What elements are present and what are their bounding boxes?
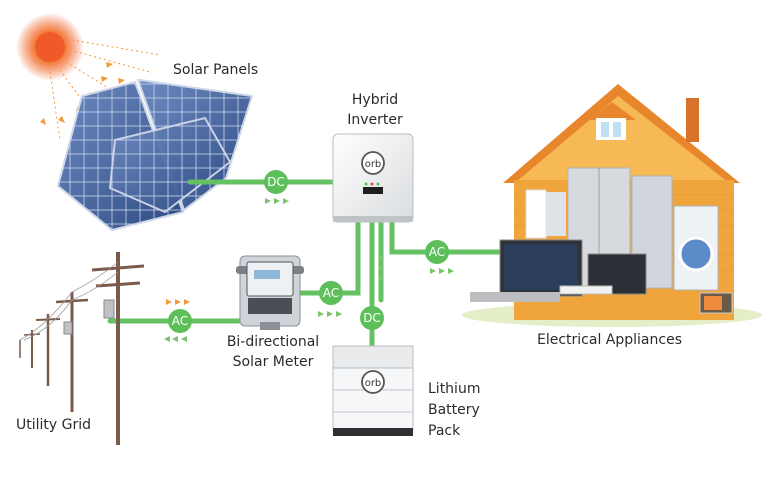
connector-badges: DC AC AC AC DC bbox=[168, 170, 449, 333]
inverter-label-line1: Hybrid bbox=[351, 92, 399, 108]
badge-dc-panel: DC bbox=[264, 170, 288, 194]
badge-ac-appliances: AC bbox=[425, 240, 449, 264]
battery-label-line3: Pack bbox=[428, 423, 461, 439]
badge-dc-battery-text: DC bbox=[363, 311, 381, 325]
inverter-logo-text: orb bbox=[365, 159, 382, 170]
meter-label-line1: Bi-directional bbox=[226, 334, 320, 350]
badge-ac-grid-text: AC bbox=[172, 314, 188, 328]
battery-label-line2: Battery bbox=[428, 402, 480, 418]
battery-pack: orb bbox=[332, 345, 414, 436]
badge-ac-grid: AC bbox=[168, 309, 192, 333]
badge-ac-appliances-text: AC bbox=[429, 245, 445, 259]
badge-ac-meter: AC bbox=[319, 281, 343, 305]
appliances-label: Electrical Appliances bbox=[537, 332, 682, 348]
house-with-appliances bbox=[462, 84, 762, 327]
hybrid-inverter: orb bbox=[332, 133, 414, 223]
utility-poles bbox=[19, 252, 145, 445]
battery-label-line1: Lithium bbox=[428, 381, 481, 397]
solar-panels bbox=[56, 79, 254, 232]
inverter-label-line2: Inverter bbox=[347, 112, 403, 128]
bi-directional-meter bbox=[236, 255, 304, 330]
meter-label-line2: Solar Meter bbox=[232, 354, 314, 370]
badge-ac-meter-text: AC bbox=[323, 286, 339, 300]
badge-dc-panel-text: DC bbox=[267, 175, 285, 189]
battery-logo-text: orb bbox=[365, 378, 382, 389]
badge-dc-battery: DC bbox=[360, 306, 384, 330]
utility-grid-label: Utility Grid bbox=[16, 417, 92, 433]
solar-panels-label: Solar Panels bbox=[173, 62, 259, 78]
flow-arrows bbox=[164, 198, 454, 342]
